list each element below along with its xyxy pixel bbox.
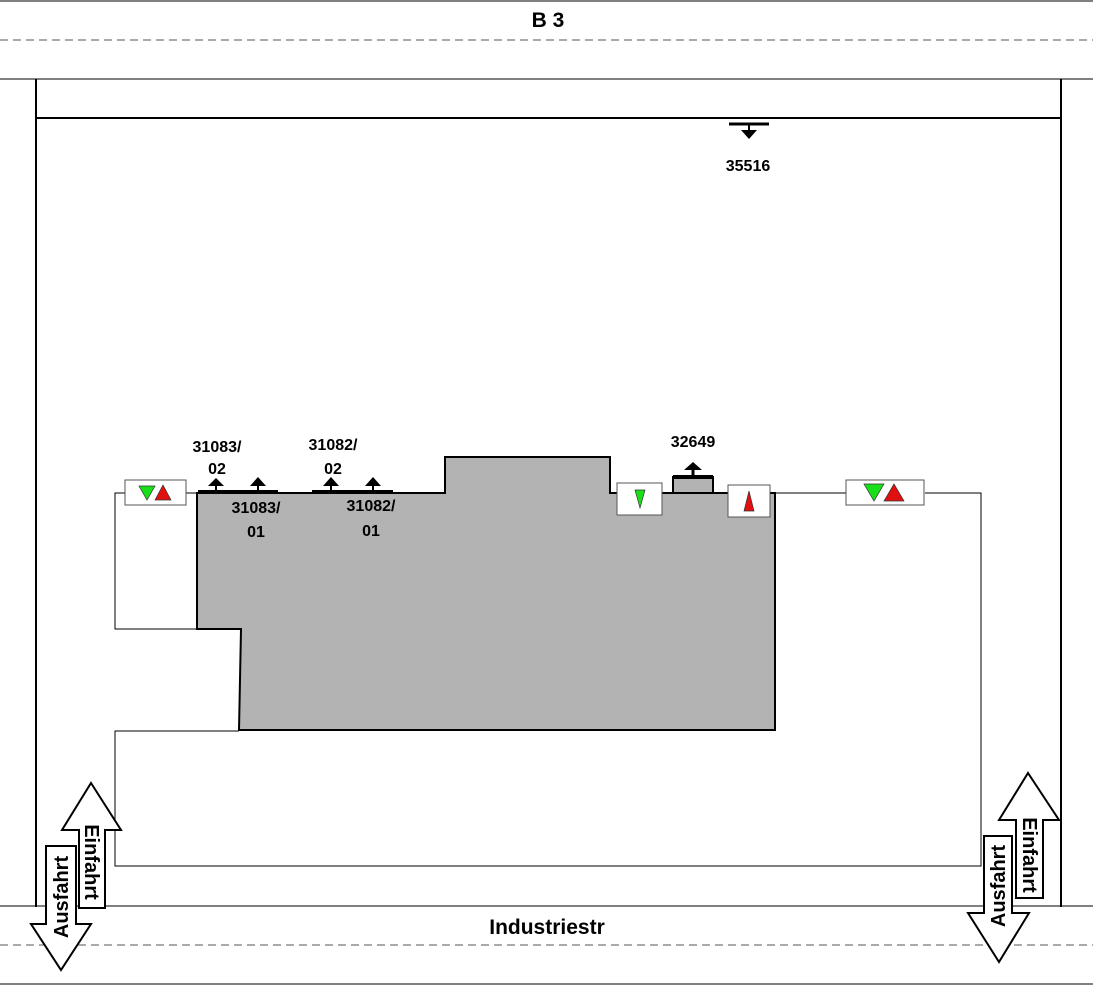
- entry-arrow-left: Einfahrt: [60, 781, 123, 909]
- green-triangle-down-icon: [863, 483, 885, 502]
- entry-arrow-right: Einfahrt: [997, 771, 1061, 899]
- traffic-signal-in-out: [845, 479, 925, 506]
- green-triangle-down-icon: [138, 485, 156, 501]
- exit-arrow-left: Ausfahrt: [29, 845, 93, 972]
- traffic-signal-in-out: [124, 479, 187, 506]
- exit-label: Ausfahrt: [51, 856, 73, 939]
- building-annex: [672, 476, 714, 494]
- building: [196, 456, 776, 731]
- arrow-up-icon: [365, 477, 381, 486]
- exit-label: Ausfahrt: [988, 845, 1010, 928]
- entry-label: Einfahrt: [1018, 817, 1040, 893]
- gate-label: 32649: [671, 434, 716, 451]
- entry-label: Einfahrt: [80, 824, 102, 900]
- arrow-up-icon: [60, 781, 123, 909]
- gate-32649[interactable]: 32649: [671, 434, 716, 479]
- gate-label: 35516: [726, 158, 771, 175]
- gate-35516[interactable]: 35516: [726, 122, 771, 175]
- door-group-31083[interactable]: [198, 477, 278, 494]
- arrow-up-icon: [323, 477, 339, 486]
- traffic-signal-in: [616, 482, 663, 516]
- road-label-top: B 3: [532, 9, 565, 32]
- arrow-up-icon: [250, 477, 266, 486]
- exit-arrow-right: Ausfahrt: [966, 835, 1031, 964]
- driveway-outline: [114, 492, 197, 630]
- door-label: 02: [324, 461, 342, 478]
- green-triangle-down-icon: [634, 489, 646, 510]
- red-triangle-up-icon: [883, 483, 905, 502]
- arrow-down-icon: [741, 130, 757, 139]
- door-label: 01: [362, 523, 380, 540]
- door-label: 31083/: [193, 439, 242, 456]
- door-label: 01: [247, 524, 265, 541]
- door-group-31082[interactable]: [312, 477, 393, 494]
- arrow-up-icon: [997, 771, 1061, 899]
- arrow-down-icon: [966, 835, 1031, 964]
- driveway-outline: [114, 492, 982, 867]
- red-triangle-up-icon: [154, 484, 172, 501]
- door-label: 31082/: [309, 437, 358, 454]
- arrow-up-icon: [684, 462, 702, 470]
- door-label: 31083/: [232, 500, 281, 517]
- arrow-up-icon: [208, 478, 224, 486]
- door-label: 02: [208, 461, 226, 478]
- arrow-down-icon: [29, 845, 93, 972]
- traffic-signal-out: [727, 484, 771, 518]
- red-triangle-up-icon: [743, 490, 755, 512]
- road-label-bottom: Industriestr: [489, 916, 605, 939]
- door-label: 31082/: [347, 498, 396, 515]
